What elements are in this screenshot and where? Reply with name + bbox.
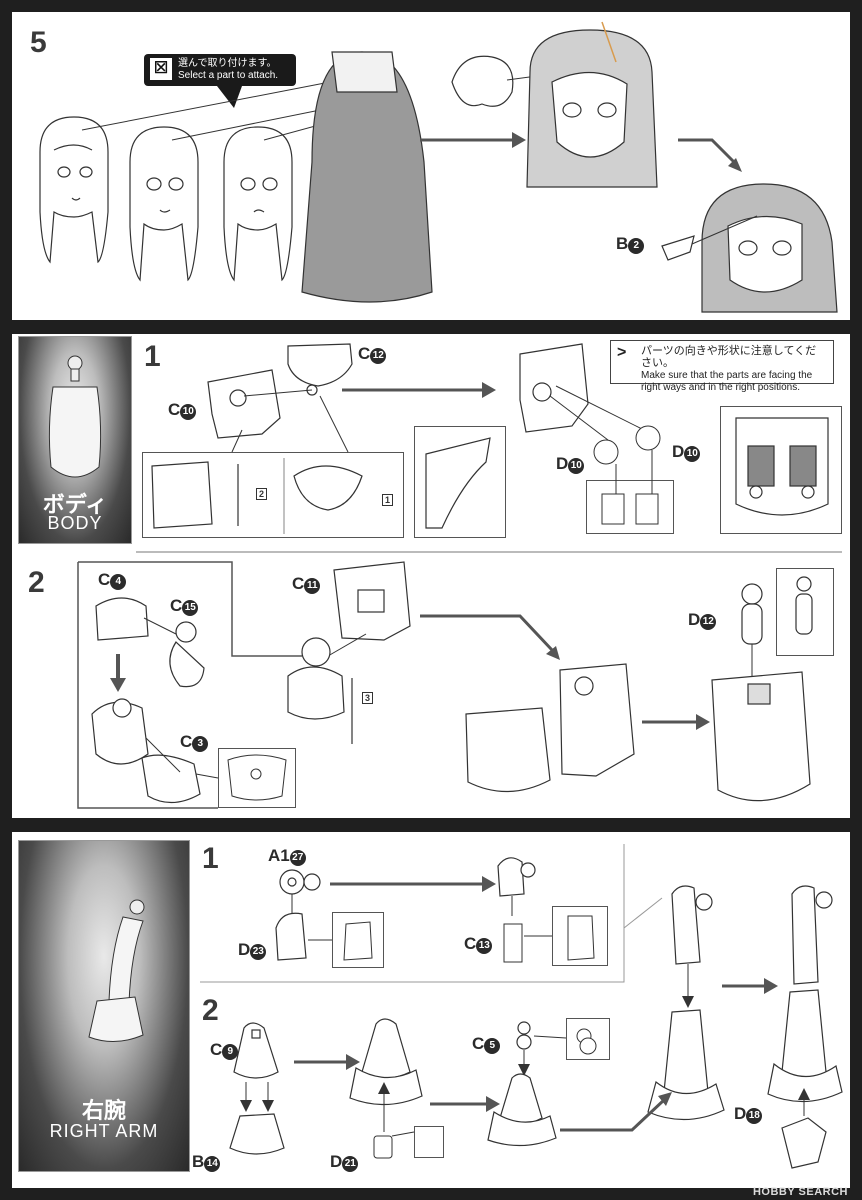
note-en: Make sure that the parts are facing the … bbox=[641, 370, 813, 393]
d18-hand bbox=[781, 1117, 827, 1169]
note-jp: パーツの向きや形状に注意してください。 bbox=[641, 345, 817, 369]
c4-part bbox=[95, 597, 149, 641]
face-option-3 bbox=[223, 126, 293, 282]
b14-part bbox=[229, 1113, 285, 1155]
d12-part bbox=[741, 583, 763, 645]
arm-step2-number: 2 bbox=[202, 994, 219, 1027]
bubble-en: Select a part to attach. bbox=[178, 70, 279, 81]
bangs-part bbox=[451, 55, 514, 107]
d21-callout bbox=[414, 1126, 444, 1158]
c10-part bbox=[207, 369, 281, 439]
step-number: 5 bbox=[30, 26, 47, 59]
step5-illustration bbox=[39, 21, 838, 313]
body-tab-en: BODY bbox=[47, 513, 103, 533]
body-tab-jp: ボディ bbox=[42, 492, 108, 517]
body-step1-number: 1 bbox=[144, 340, 161, 373]
c12-part bbox=[287, 343, 353, 396]
c15-part-ball bbox=[175, 621, 197, 643]
torso-back-half bbox=[559, 663, 635, 777]
arm-illustration bbox=[200, 844, 843, 1169]
right-arm-final bbox=[767, 885, 843, 1103]
face-option-2 bbox=[129, 126, 199, 282]
right-arm-tab: 右腕 RIGHT ARM bbox=[18, 840, 190, 1172]
sub-step-tag-1: 1 bbox=[382, 494, 394, 506]
face-option-1 bbox=[39, 116, 109, 264]
arm-step1-number: 1 bbox=[202, 842, 219, 875]
a1-27-part bbox=[279, 869, 321, 895]
assembled-head-2 bbox=[701, 183, 838, 313]
c5-part bbox=[516, 1021, 532, 1050]
torso-front-half bbox=[465, 707, 551, 793]
right-arm-tab-figure bbox=[88, 899, 145, 1042]
body-tab-figure bbox=[48, 355, 102, 478]
body-tab: ボディ BODY bbox=[18, 336, 132, 544]
right-arm-tab-jp: 右腕 bbox=[81, 1098, 126, 1123]
forearm-assembled-1 bbox=[647, 1009, 725, 1121]
right-arm-tab-en: RIGHT ARM bbox=[49, 1121, 159, 1141]
c9-part bbox=[233, 1022, 279, 1079]
bubble-jp: 選んで取り付けます。 bbox=[178, 58, 277, 69]
body-panel: ボディ BODY 1 > パーツの向きや形状に注意してください。 Make su… bbox=[12, 334, 850, 818]
assembled-head-1 bbox=[526, 21, 658, 188]
d21-part bbox=[373, 1135, 393, 1159]
body-illustration bbox=[77, 343, 842, 809]
body-front-assembled bbox=[519, 343, 589, 433]
step5-panel: 5 ☒ 選んで取り付けます。 Select a part to attach. bbox=[12, 12, 850, 320]
body-step2-number: 2 bbox=[28, 566, 45, 599]
forearm-with-wrist bbox=[487, 1073, 557, 1147]
b2-part bbox=[661, 235, 695, 261]
sub-step-tag-3: 3 bbox=[362, 692, 374, 704]
upper-arm-assembled bbox=[671, 885, 713, 965]
d23-part bbox=[275, 912, 307, 961]
body-step1-d10-callout bbox=[586, 480, 674, 534]
caution-icon: > bbox=[617, 344, 627, 361]
hair-back-part bbox=[301, 51, 433, 303]
watermark: HOBBY SEARCH bbox=[752, 1186, 848, 1198]
c11-part bbox=[333, 561, 411, 641]
orientation-note: > パーツの向きや形状に注意してください。 Make sure that the… bbox=[610, 340, 834, 393]
torso-assembled bbox=[711, 671, 811, 802]
sub-step-tag-2: 2 bbox=[256, 488, 268, 500]
right-arm-panel: 右腕 RIGHT ARM 1 2 bbox=[12, 832, 850, 1188]
select-icon: ☒ bbox=[150, 58, 172, 80]
select-part-bubble: ☒ 選んで取り付けます。 Select a part to attach. bbox=[144, 54, 296, 86]
c13-part bbox=[503, 923, 523, 963]
